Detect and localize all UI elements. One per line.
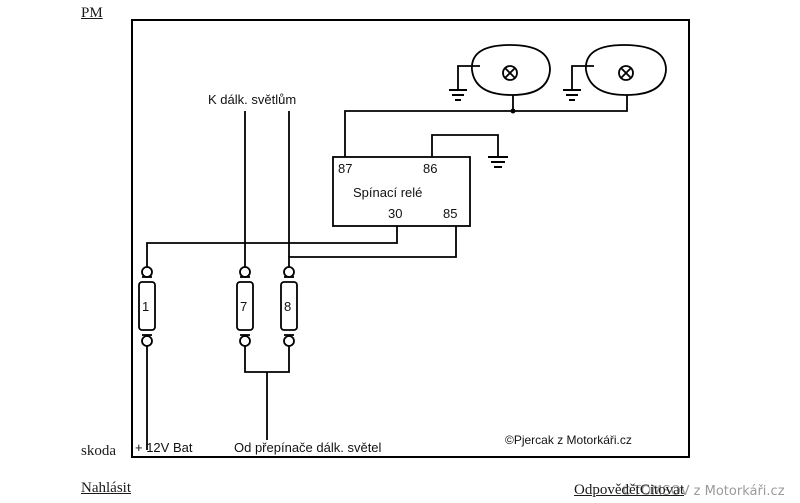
to-lights-label: K dálk. světlům xyxy=(208,92,296,107)
reply-quote-link[interactable]: OdpovědětCitovat xyxy=(574,482,684,498)
fuse-1-label: 1 xyxy=(142,299,149,314)
relay-pin-30: 30 xyxy=(388,206,402,221)
relay-pin-85: 85 xyxy=(443,206,457,221)
ground-symbol-relay xyxy=(488,156,508,168)
pm-link[interactable]: PM xyxy=(81,5,103,21)
diagram-frame xyxy=(131,19,690,458)
headlamp-left xyxy=(471,44,551,96)
bulb-right xyxy=(618,65,634,81)
relay-label: Spínací relé xyxy=(353,185,422,200)
relay-box xyxy=(332,156,471,227)
bulb-left xyxy=(502,65,518,81)
battery-label: + 12V Bat xyxy=(135,440,193,455)
fuse-7-label: 7 xyxy=(240,299,247,314)
author-label: skoda xyxy=(81,443,116,459)
relay-pin-87: 87 xyxy=(338,161,352,176)
relay-pin-86: 86 xyxy=(423,161,437,176)
ground-symbol-right xyxy=(563,89,581,101)
fuse-8-label: 8 xyxy=(284,299,291,314)
headlamp-right xyxy=(585,44,667,96)
switch-label: Od přepínače dálk. světel xyxy=(234,440,382,455)
junction-dot xyxy=(510,108,516,114)
ground-symbol-left xyxy=(449,89,467,101)
report-link[interactable]: Nahlásit xyxy=(81,480,131,496)
watermark: ©TOMSOV z Motorkáři.cz xyxy=(620,484,785,499)
copyright-label: ©Pjercak z Motorkáři.cz xyxy=(505,433,632,447)
